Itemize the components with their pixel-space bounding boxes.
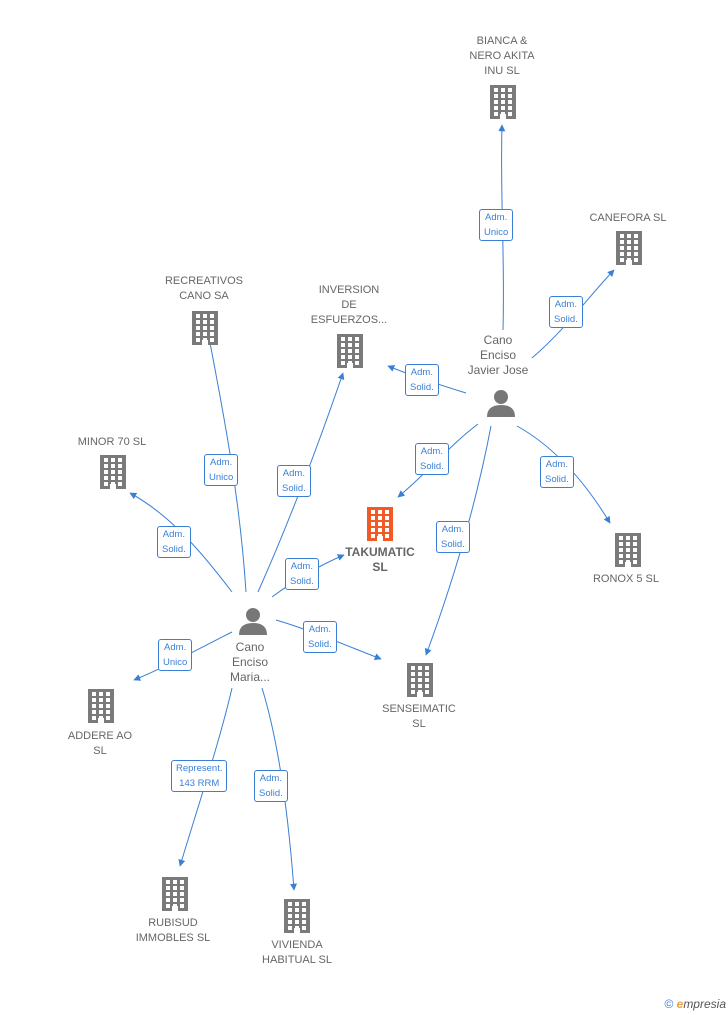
building-icon-canefora[interactable] <box>616 231 642 265</box>
edge-label-javier-bianca[interactable]: Adm. Unico <box>479 209 514 241</box>
edge-label-javier-inversion[interactable]: Adm. Solid. <box>405 364 439 396</box>
building-icon-rubisud[interactable] <box>162 877 188 911</box>
person-label-maria[interactable]: Cano Enciso Maria... <box>229 640 270 684</box>
company-label-ronox[interactable]: RONOX 5 SL <box>592 573 660 585</box>
company-label-bianca[interactable]: BIANCA & NERO AKITA INU SL <box>469 35 535 77</box>
edge-label-maria-senseimatic[interactable]: Adm. Solid. <box>303 621 337 653</box>
copyright-symbol: © <box>664 997 674 1011</box>
edge-label-javier-ronox[interactable]: Adm. Solid. <box>540 456 574 488</box>
edge-label-javier-senseimatic[interactable]: Adm. Solid. <box>436 521 470 553</box>
company-label-canefora[interactable]: CANEFORA SL <box>589 212 667 224</box>
edge-label-maria-recreativos[interactable]: Adm. Unico <box>204 454 239 486</box>
company-label-vivienda[interactable]: VIVIENDA HABITUAL SL <box>262 939 332 966</box>
building-icon-bianca[interactable] <box>490 85 516 119</box>
node-icons <box>88 85 642 933</box>
building-icon-minor70[interactable] <box>100 455 126 489</box>
company-label-recreativos[interactable]: RECREATIVOS CANO SA <box>164 275 244 302</box>
edge-label-javier-takumatic[interactable]: Adm. Solid. <box>415 443 449 475</box>
company-label-takumatic[interactable]: TAKUMATIC SL <box>345 545 415 574</box>
edge-label-maria-minor70[interactable]: Adm. Solid. <box>157 526 191 558</box>
building-icon-vivienda[interactable] <box>284 899 310 933</box>
edge-label-maria-takumatic[interactable]: Adm. Solid. <box>285 558 319 590</box>
company-label-inversion[interactable]: INVERSION DE ESFUERZOS... <box>310 284 388 326</box>
person-label-javier[interactable]: Cano Enciso Javier Jose <box>467 333 529 377</box>
company-label-addere[interactable]: ADDERE AO SL <box>67 730 133 757</box>
company-label-senseimatic[interactable]: SENSEIMATIC SL <box>382 703 456 730</box>
footer-brand[interactable]: © empresia <box>664 997 726 1011</box>
company-label-rubisud[interactable]: RUBISUD IMMOBLES SL <box>135 917 211 944</box>
person-icon-javier[interactable] <box>487 390 515 417</box>
building-icon-senseimatic[interactable] <box>407 663 433 697</box>
edge-label-maria-vivienda[interactable]: Adm. Solid. <box>254 770 288 802</box>
edge-label-javier-canefora[interactable]: Adm. Solid. <box>549 296 583 328</box>
building-icon-takumatic[interactable] <box>367 507 393 541</box>
building-icon-ronox[interactable] <box>615 533 641 567</box>
brand-logo-e: e <box>676 997 684 1011</box>
brand-name: mpresia <box>683 997 726 1011</box>
building-icon-inversion[interactable] <box>337 334 363 368</box>
edge-label-maria-rubisud[interactable]: Represent. 143 RRM <box>171 760 228 792</box>
building-icon-addere[interactable] <box>88 689 114 723</box>
edge-label-maria-addere[interactable]: Adm. Unico <box>158 639 193 671</box>
building-icon-recreativos[interactable] <box>192 311 218 345</box>
edge-label-maria-inversion[interactable]: Adm. Solid. <box>277 465 311 497</box>
person-icon-maria[interactable] <box>239 608 267 635</box>
company-label-minor70[interactable]: MINOR 70 SL <box>77 436 147 448</box>
